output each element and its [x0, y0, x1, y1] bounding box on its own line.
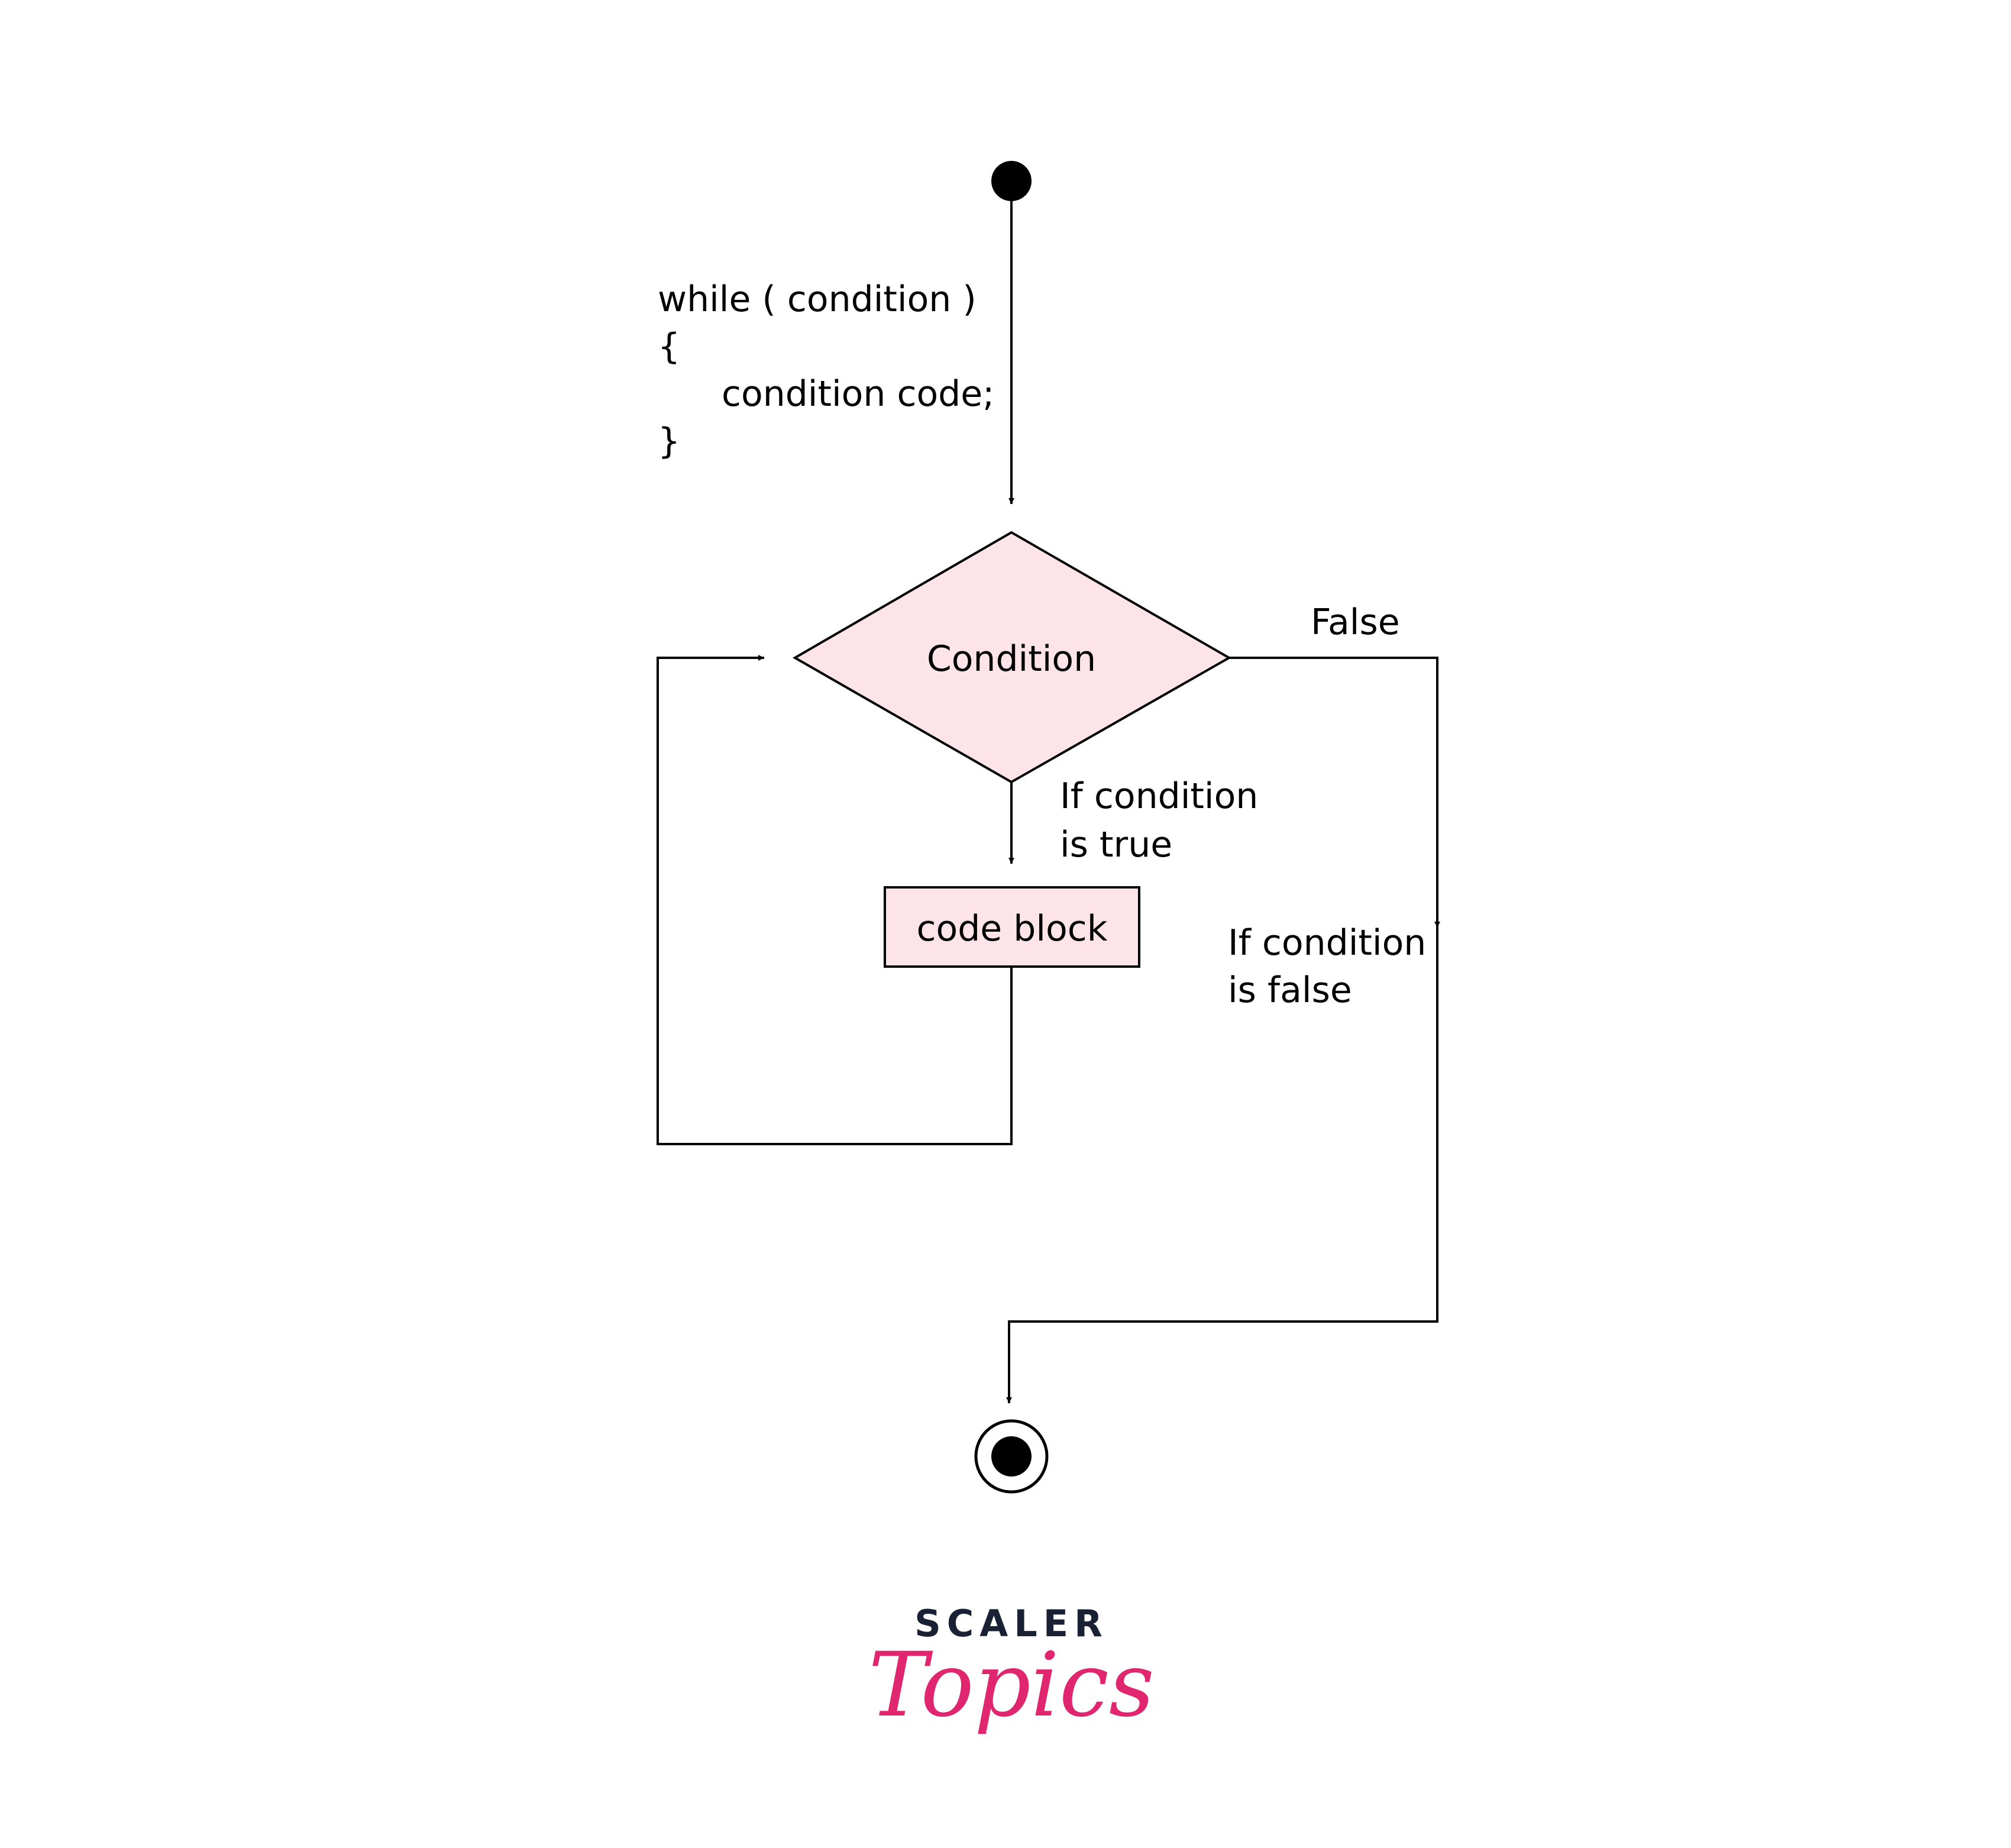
false-branch-label-line1: If condition: [1228, 922, 1426, 964]
code-snippet: while ( condition ) { condition code; }: [658, 279, 994, 462]
end-node-dot: [991, 1436, 1032, 1477]
logo-brand-text: SCALER: [914, 1602, 1108, 1645]
edge-false-branch-upper: [1229, 657, 1440, 928]
end-node: [974, 1419, 1049, 1494]
code-line-body: condition code;: [722, 373, 994, 415]
false-branch-label-line2: is false: [1228, 970, 1352, 1011]
edge-false-branch-lower: [1006, 928, 1438, 1403]
code-block-node: [884, 886, 1140, 968]
code-line-open-brace: {: [658, 326, 680, 367]
scaler-topics-logo: SCALER Topics: [868, 1602, 1155, 1737]
edge-loop-back: [657, 655, 1013, 1145]
code-line-close-brace: }: [658, 421, 680, 462]
true-branch-label-line1: If condition: [1060, 776, 1258, 817]
true-branch-label-line2: is true: [1060, 824, 1172, 865]
code-block-label: code block: [917, 908, 1108, 949]
start-node: [991, 161, 1032, 201]
false-label: False: [1311, 602, 1400, 643]
code-line-while: while ( condition ): [658, 279, 977, 320]
logo-product-text: Topics: [868, 1634, 1155, 1737]
decision-label: Condition: [927, 638, 1096, 680]
